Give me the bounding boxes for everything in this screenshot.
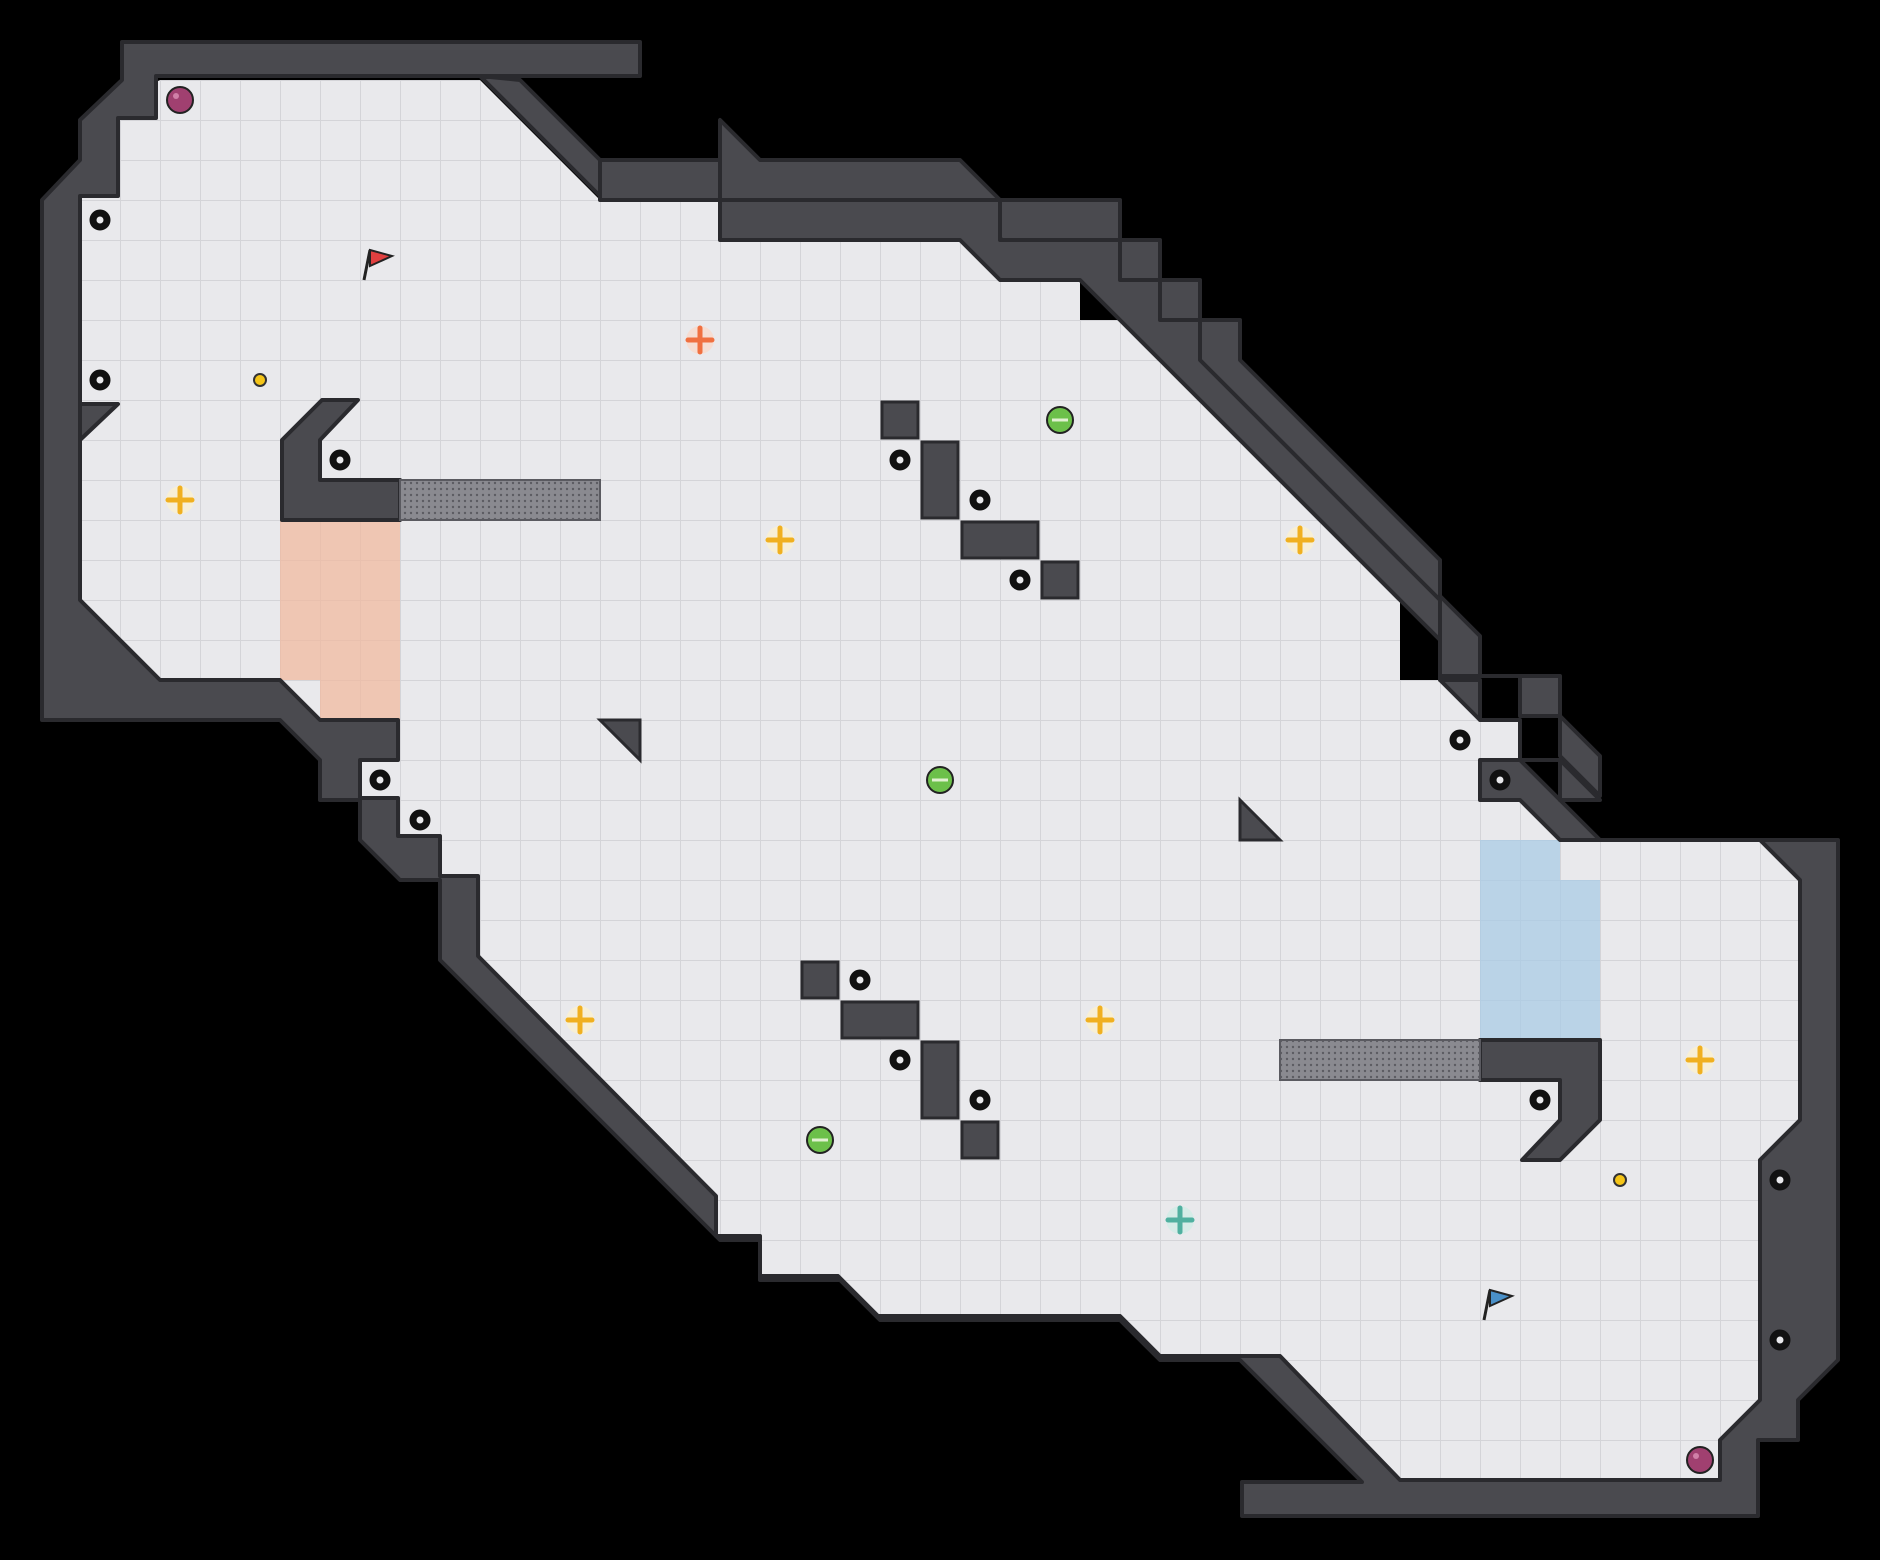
spike-icon xyxy=(89,209,111,231)
neutral-boosts xyxy=(165,485,1715,1075)
spikes xyxy=(89,209,1791,1351)
red-team-zone xyxy=(280,520,400,720)
spike-icon xyxy=(369,769,391,791)
powerup-icon xyxy=(253,373,267,387)
spike-icon xyxy=(409,809,431,831)
outer-walls xyxy=(40,40,1840,1518)
blue-flag-icon xyxy=(1482,1288,1515,1321)
blue-team-zone xyxy=(1480,840,1600,1040)
blue-team-boost xyxy=(1165,1205,1195,1235)
boost-icon xyxy=(165,485,195,515)
red-team-boost xyxy=(685,325,715,355)
gate-blue-side xyxy=(1279,1039,1481,1081)
spike-icon xyxy=(969,1089,991,1111)
gate-red-side xyxy=(399,479,601,521)
spike-icon xyxy=(889,1049,911,1071)
portal-icon xyxy=(1046,406,1074,434)
spike-icon xyxy=(1009,569,1031,591)
spike-icon xyxy=(89,369,111,391)
spike-icon xyxy=(1489,769,1511,791)
portal-icon xyxy=(926,766,954,794)
bomb-icon xyxy=(166,86,194,114)
spike-icon xyxy=(969,489,991,511)
boost-icon xyxy=(565,1005,595,1035)
bomb-icon xyxy=(1686,1446,1714,1474)
spike-icon xyxy=(1769,1169,1791,1191)
spike-icon xyxy=(849,969,871,991)
portal-icon xyxy=(806,1126,834,1154)
spike-icon xyxy=(1529,1089,1551,1111)
boost-icon xyxy=(1085,1005,1115,1035)
spike-icon xyxy=(889,449,911,471)
spike-icon xyxy=(329,449,351,471)
spike-icon xyxy=(1449,729,1471,751)
spike-icon xyxy=(1769,1329,1791,1351)
red-flag-icon xyxy=(362,248,395,281)
boost-icon xyxy=(765,525,795,555)
powerup-icon xyxy=(1613,1173,1627,1187)
boost-icon xyxy=(1285,525,1315,555)
boost-icon xyxy=(1685,1045,1715,1075)
inner-walls xyxy=(280,398,1602,1162)
